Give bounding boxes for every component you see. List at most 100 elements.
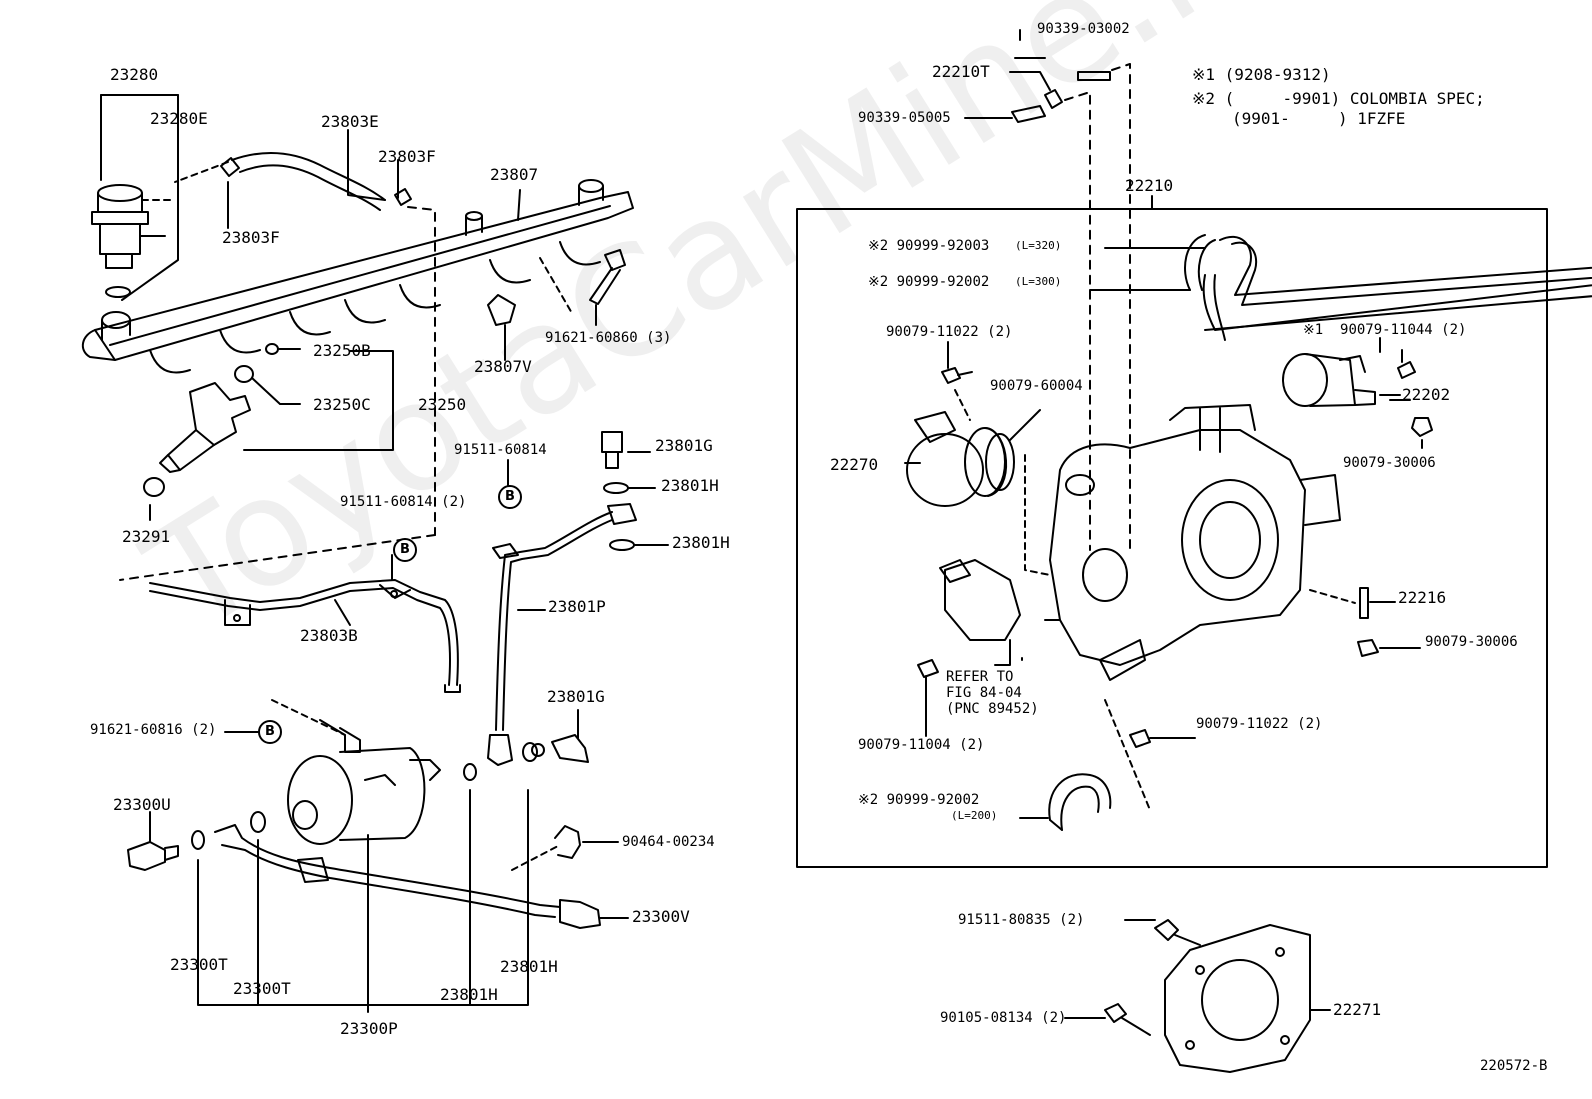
callout-b-3: B (258, 720, 282, 744)
label-23300U: 23300U (113, 795, 171, 814)
fuel-rail-23807 (81, 179, 634, 374)
label-90999-92002-b: ※2 90999-92002 (858, 792, 980, 808)
label-22210T: 22210T (932, 62, 990, 81)
label-23803F-b: 23803F (222, 228, 280, 247)
callout-b-1: B (393, 538, 417, 562)
leader-lines-left (149, 129, 669, 919)
label-23250C: 23250C (313, 395, 371, 414)
leader-90079-60004 (1009, 409, 1041, 441)
label-23801G-b: 23801G (547, 687, 605, 706)
label-91621-60860: 91621-60860 (3) (545, 330, 672, 346)
gasket-23801H-b (609, 539, 635, 551)
label-90999-92003-length: (L=320) (1015, 239, 1062, 252)
label-23300P: 23300P (340, 1019, 398, 1038)
label-23807: 23807 (490, 165, 539, 184)
oring-90079-60004 (985, 433, 1015, 491)
callout-b-2: B (498, 485, 522, 509)
label-90079-30006-b: 90079-30006 (1425, 634, 1518, 650)
fuel-filter-23300P (271, 699, 441, 845)
bolt-91511-80835 (1124, 919, 1201, 946)
label-23250B: 23250B (313, 341, 371, 360)
gasket-23300T-b (250, 811, 266, 833)
label-90079-11022-b: 90079-11022 (2) (1196, 716, 1323, 732)
label-90999-92003: ※2 90999-92003 (868, 238, 990, 254)
label-23803B: 23803B (300, 626, 358, 645)
gasket-22271 (1164, 924, 1331, 1073)
label-91621-60816: 91621-60816 (2) (90, 722, 217, 738)
label-23250: 23250 (418, 395, 467, 414)
dashed-link-rail-tube (119, 534, 436, 581)
label-90079-11044: ※1 90079-11044 (2) (1303, 322, 1467, 338)
nut-90079-30006 (1411, 417, 1433, 449)
label-90105-08134: 90105-08134 (2) (940, 1010, 1067, 1026)
stud-22216 (1309, 587, 1396, 619)
label-90079-60004: 90079-60004 (990, 378, 1083, 394)
screw-90079-11022 (941, 341, 973, 421)
label-23801H-c: 23801H (500, 957, 558, 976)
gasket-23801H-d (522, 742, 538, 762)
label-91511-60814-2: 91511-60814 (2) (340, 494, 467, 510)
tube-23803B (149, 579, 461, 693)
gasket-23801H-c (463, 763, 477, 781)
label-90999-92002: ※2 90999-92002 (868, 274, 990, 290)
bracket-23300P (197, 789, 529, 1013)
bracket-23280 (100, 94, 179, 301)
label-23803F: 23803F (378, 147, 436, 166)
bolt-91621-60860 (539, 249, 626, 326)
hose-23803E (174, 152, 436, 536)
label-refer-line-1: REFER TO (946, 669, 1014, 685)
label-23801G: 23801G (655, 436, 713, 455)
label-90339-03002: 90339-03002 (1037, 21, 1130, 37)
label-22271: 22271 (1333, 1000, 1382, 1019)
label-23801H-d: 23801H (440, 985, 498, 1004)
label-90339-05005: 90339-05005 (858, 110, 951, 126)
nut-90079-30006-b (1357, 639, 1421, 657)
cushion-23807V (487, 294, 516, 346)
label-23280E: 23280E (150, 109, 208, 128)
bracket-23250 (243, 350, 394, 451)
label-23801H-b: 23801H (672, 533, 730, 552)
leader-lines-right (1021, 247, 1411, 661)
label-90079-11004: 90079-11004 (2) (858, 737, 985, 753)
union-bolt-23801G-b (531, 734, 589, 763)
union-bolt-23300U (127, 821, 179, 871)
label-22202: 22202 (1402, 385, 1451, 404)
gasket-23300T (191, 830, 205, 850)
valve-22202 (1282, 353, 1401, 407)
label-refer-line-3: (PNC 89452) (946, 701, 1039, 717)
label-23300T-b: 23300T (233, 979, 291, 998)
label-23807V: 23807V (474, 357, 532, 376)
tube-23801P (487, 503, 637, 766)
label-23801P: 23801P (548, 597, 606, 616)
label-22216: 22216 (1398, 588, 1447, 607)
fuel-hose-23300V (214, 824, 601, 929)
label-refer-line-2: FIG 84-04 (946, 685, 1022, 701)
label-90079-30006: 90079-30006 (1343, 455, 1436, 471)
screw-90079-11044 (1397, 349, 1416, 379)
label-23300V: 23300V (632, 907, 690, 926)
label-91511-60814: 91511-60814 (454, 442, 547, 458)
note-1: ※1 (9208-9312) (1192, 65, 1331, 84)
label-23801H: 23801H (661, 476, 719, 495)
label-90464-00234: 90464-00234 (622, 834, 715, 850)
label-22270: 22270 (830, 455, 879, 474)
screw-90079-11022-b (1104, 699, 1196, 811)
gasket-23801H (603, 482, 629, 494)
note-2a: ※2 ( -9901) COLOMBIA SPEC; (1192, 89, 1485, 108)
label-23803E: 23803E (321, 112, 379, 131)
throttle-position-sensor (939, 559, 1021, 641)
throttle-body (1024, 404, 1341, 681)
throttle-body-frame (796, 208, 1548, 868)
bolt-90105-08134 (1064, 1003, 1151, 1036)
label-91511-80835: 91511-80835 (2) (958, 912, 1085, 928)
label-90999-92002-b-length: (L=200) (951, 809, 998, 822)
screw-90079-11004 (917, 659, 939, 737)
hose-90999-92002-short (1019, 773, 1112, 831)
pressure-regulator-23280 (91, 184, 171, 298)
sensor-22270 (904, 411, 1008, 507)
injector-23250 (143, 343, 301, 497)
label-90079-11022: 90079-11022 (2) (886, 324, 1013, 340)
note-2b: (9901- ) 1FZFE (1232, 109, 1406, 128)
